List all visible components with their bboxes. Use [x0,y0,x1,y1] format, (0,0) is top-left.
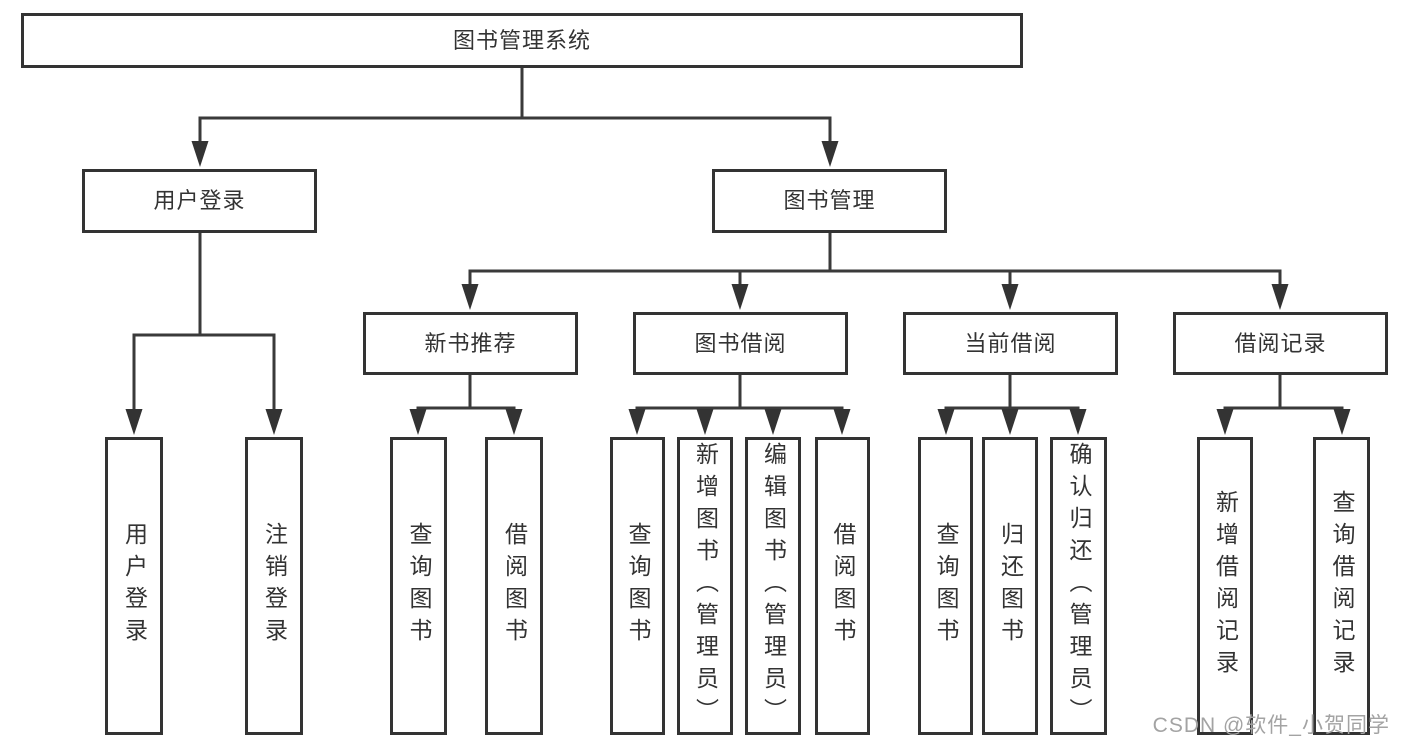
arrowhead-icon [764,409,782,435]
leaf-recommend-query-books: 查询图书 [390,437,447,735]
leaf-label: 新增图书（管理员） [692,442,719,730]
leaf-label: 归还图书 [997,522,1024,650]
arrowhead-icon [628,409,646,435]
leaf-label: 用户登录 [121,522,148,650]
node-book-borrowing: 图书借阅 [633,312,848,375]
arrowhead-icon [265,409,283,435]
leaf-user-login: 用户登录 [105,437,163,735]
node-book-management: 图书管理 [712,169,947,233]
arrowhead-icon [937,409,955,435]
arrowhead-icon [696,409,714,435]
leaf-recommend-borrow-books: 借阅图书 [485,437,543,735]
node-label: 新书推荐 [424,330,517,356]
leaf-current-query-books: 查询图书 [918,437,973,735]
node-label: 借阅记录 [1234,330,1327,356]
connector-borrow-to-leaves [635,373,844,418]
arrowhead-icon [1069,409,1087,435]
arrowhead-icon [505,409,523,435]
leaf-label: 编辑图书（管理员） [760,442,787,730]
node-user-login: 用户登录 [82,169,317,233]
arrowhead-icon [1001,284,1019,310]
node-label: 当前借阅 [964,330,1057,356]
arrowhead-icon [125,409,143,435]
connector-current-to-leaves [944,373,1080,418]
leaf-label: 确认归还（管理员） [1066,442,1092,730]
arrowhead-icon [461,284,479,310]
node-current-borrowing: 当前借阅 [903,312,1118,375]
leaf-label: 注销登录 [261,522,288,650]
arrowhead-icon [821,141,839,167]
leaf-label: 新增借阅记录 [1212,490,1239,682]
arrowhead-icon [833,409,851,435]
connector-user-login-to-leaves [132,231,276,415]
node-borrowing-records: 借阅记录 [1173,312,1388,375]
connector-root-to-level2 [198,66,832,150]
csdn-watermark: CSDN @软件_小贺同学 [1152,714,1390,737]
leaf-label: 查询图书 [625,522,651,650]
arrowhead-icon [731,284,749,310]
arrowhead-icon [1271,284,1289,310]
connector-book-mgmt-to-level3 [468,231,1282,290]
node-label: 用户登录 [153,188,246,213]
leaf-borrow-edit-books-admin: 编辑图书（管理员） [745,437,801,735]
node-label: 图书借阅 [694,330,787,356]
leaf-label: 借阅图书 [830,522,856,650]
leaf-current-return-books: 归还图书 [982,437,1038,735]
leaf-borrow-query-books: 查询图书 [610,437,665,735]
arrowhead-icon [409,409,427,435]
connector-records-to-leaves [1223,373,1344,418]
leaf-logout: 注销登录 [245,437,303,735]
leaf-records-add-record: 新增借阅记录 [1197,437,1253,735]
arrowhead-icon [1333,409,1351,435]
arrowhead-icon [1001,409,1019,435]
leaf-borrow-borrow-books: 借阅图书 [815,437,870,735]
node-library-management-system: 图书管理系统 [21,13,1023,68]
arrowhead-icon [191,141,209,167]
leaf-label: 查询图书 [933,522,959,650]
arrowhead-icon [1216,409,1234,435]
leaf-current-confirm-return-admin: 确认归还（管理员） [1050,437,1107,735]
connector-recommend-to-leaves [416,373,516,418]
node-label: 图书管理 [783,188,876,213]
leaf-records-query-record: 查询借阅记录 [1313,437,1370,735]
leaf-label: 借阅图书 [501,522,528,650]
leaf-label: 查询借阅记录 [1329,490,1355,682]
leaf-label: 查询图书 [406,522,432,650]
leaf-borrow-add-books-admin: 新增图书（管理员） [677,437,733,735]
node-new-book-recommendation: 新书推荐 [363,312,578,375]
node-label: 图书管理系统 [452,27,591,53]
